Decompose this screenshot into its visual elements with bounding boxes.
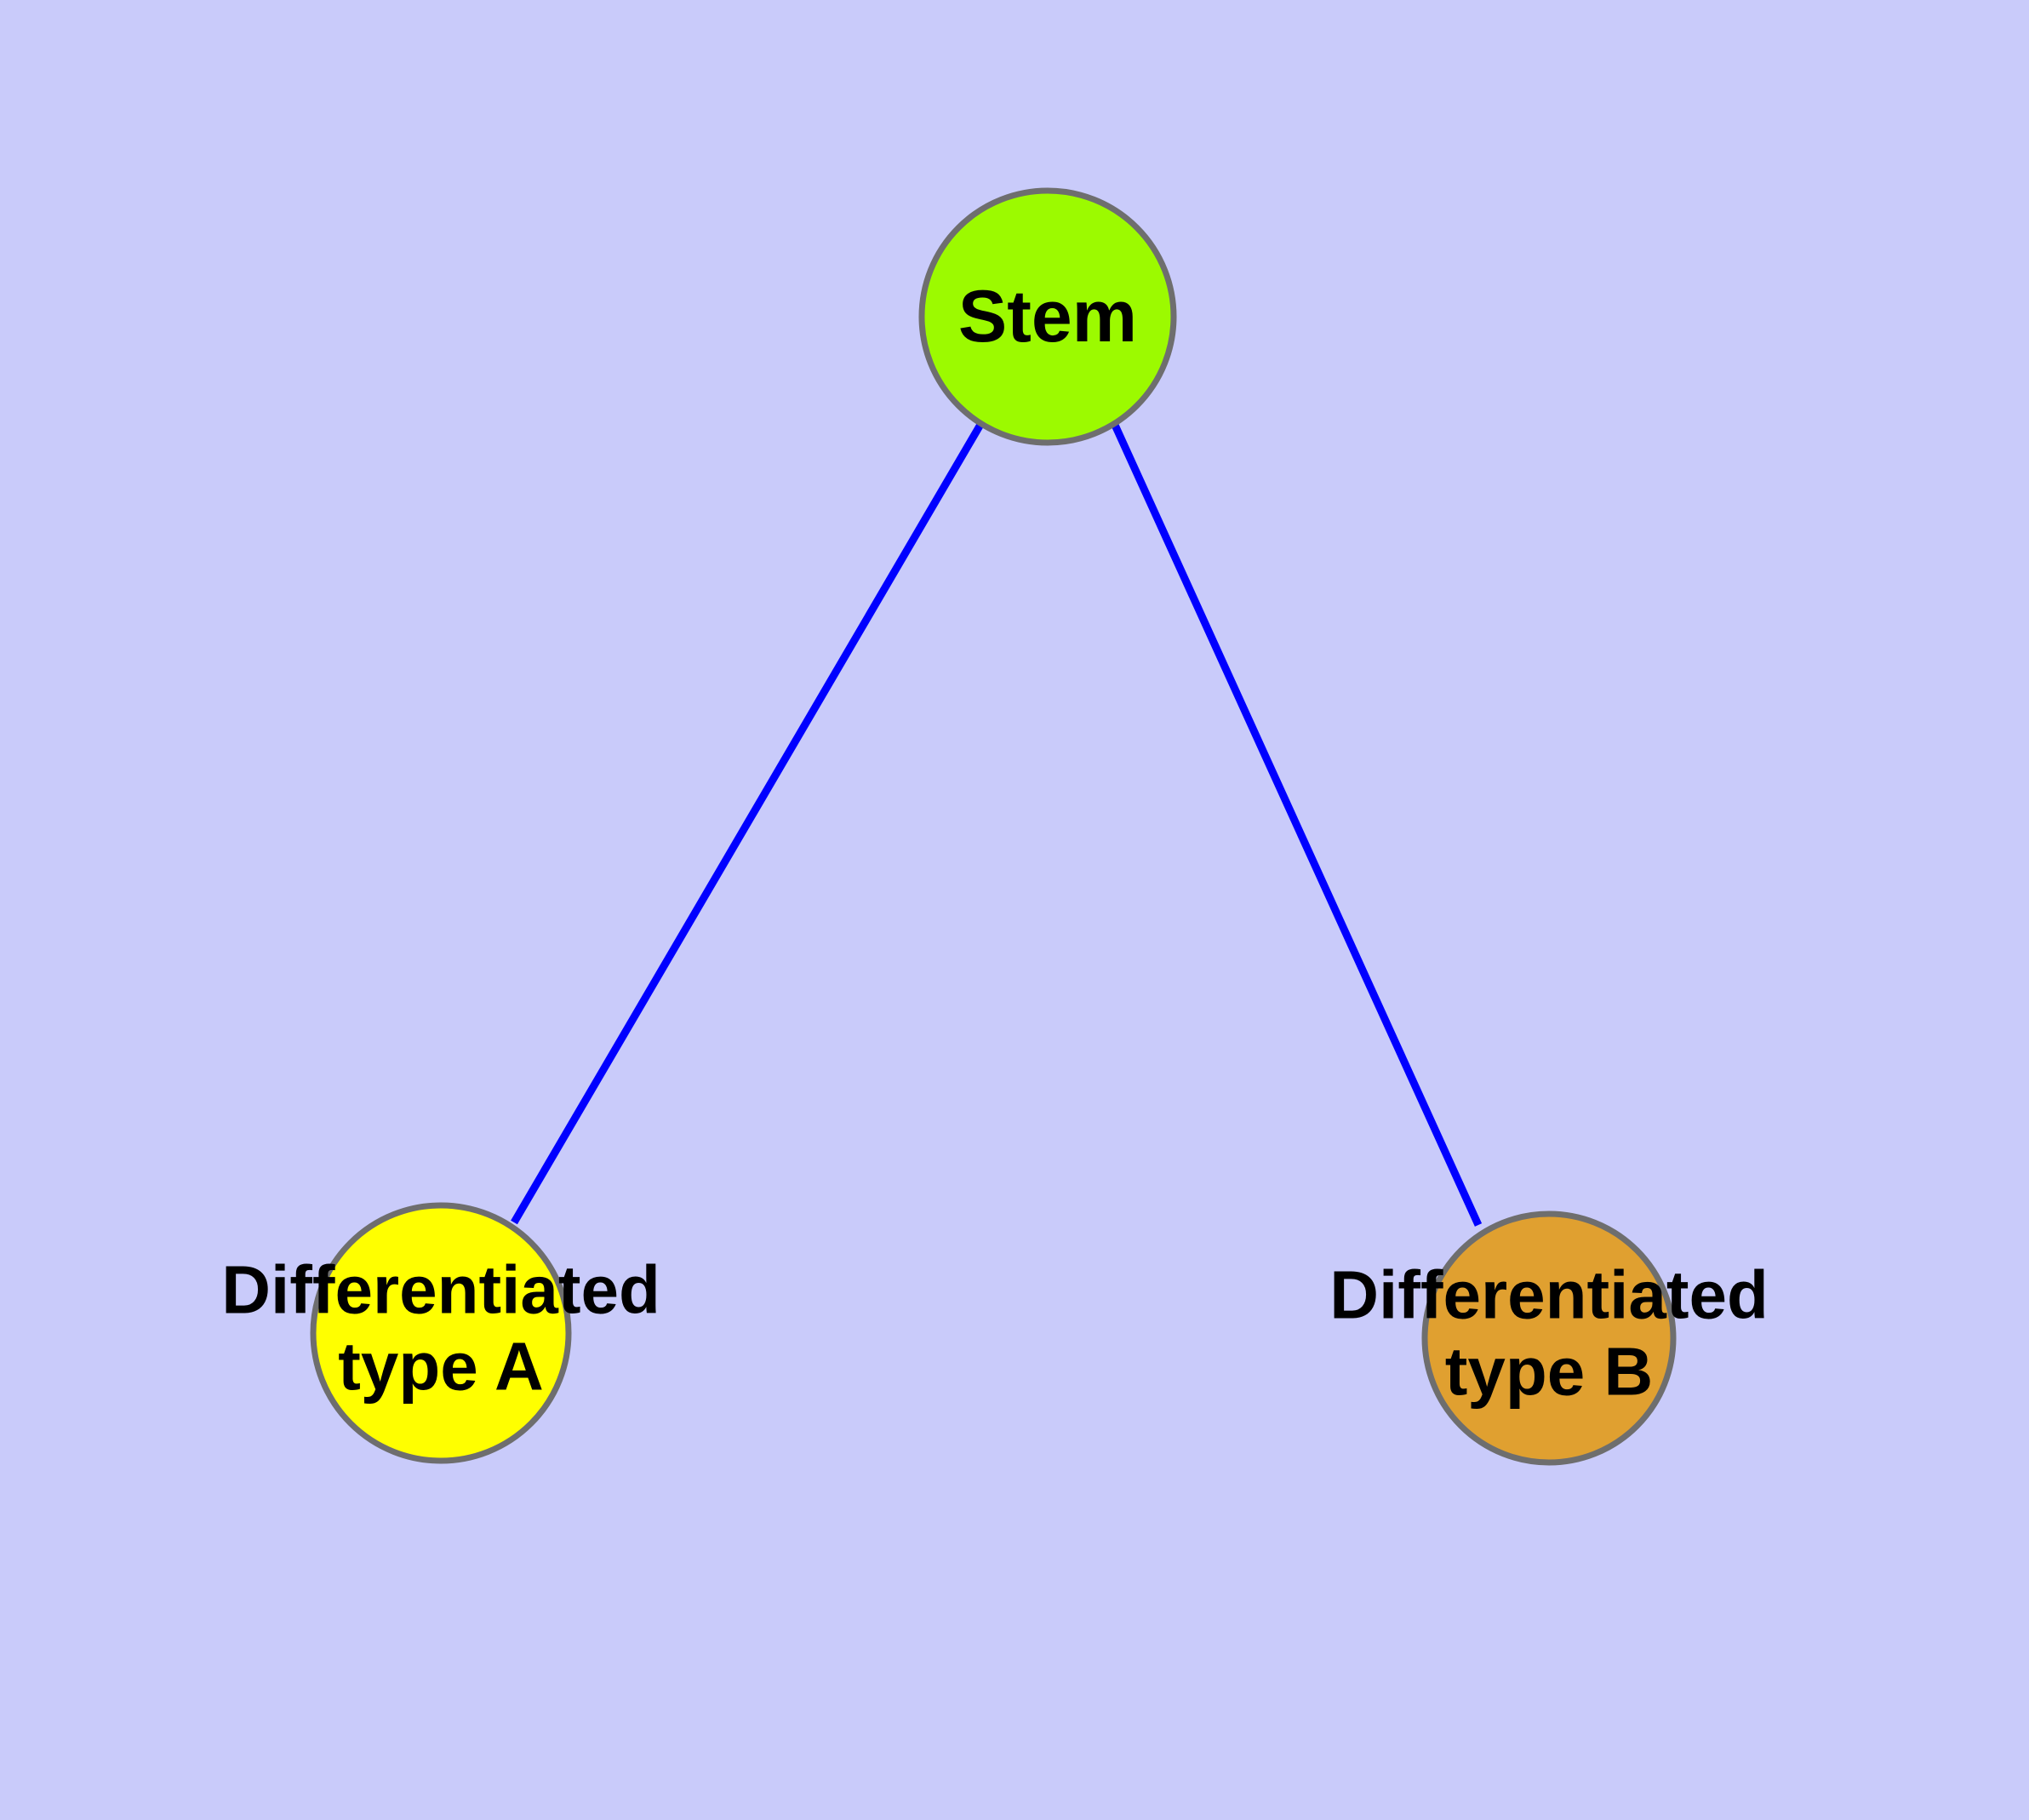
node-differentiated-type-a[interactable] <box>310 1202 572 1464</box>
edge-stem-to-diff-b[interactable] <box>1110 421 1483 1227</box>
edge-stem-to-diff-a[interactable] <box>511 421 985 1225</box>
node-stem[interactable] <box>918 187 1177 446</box>
node-differentiated-type-b[interactable] <box>1421 1210 1677 1466</box>
edge-layer <box>511 421 1483 1227</box>
node-layer <box>310 187 1677 1466</box>
